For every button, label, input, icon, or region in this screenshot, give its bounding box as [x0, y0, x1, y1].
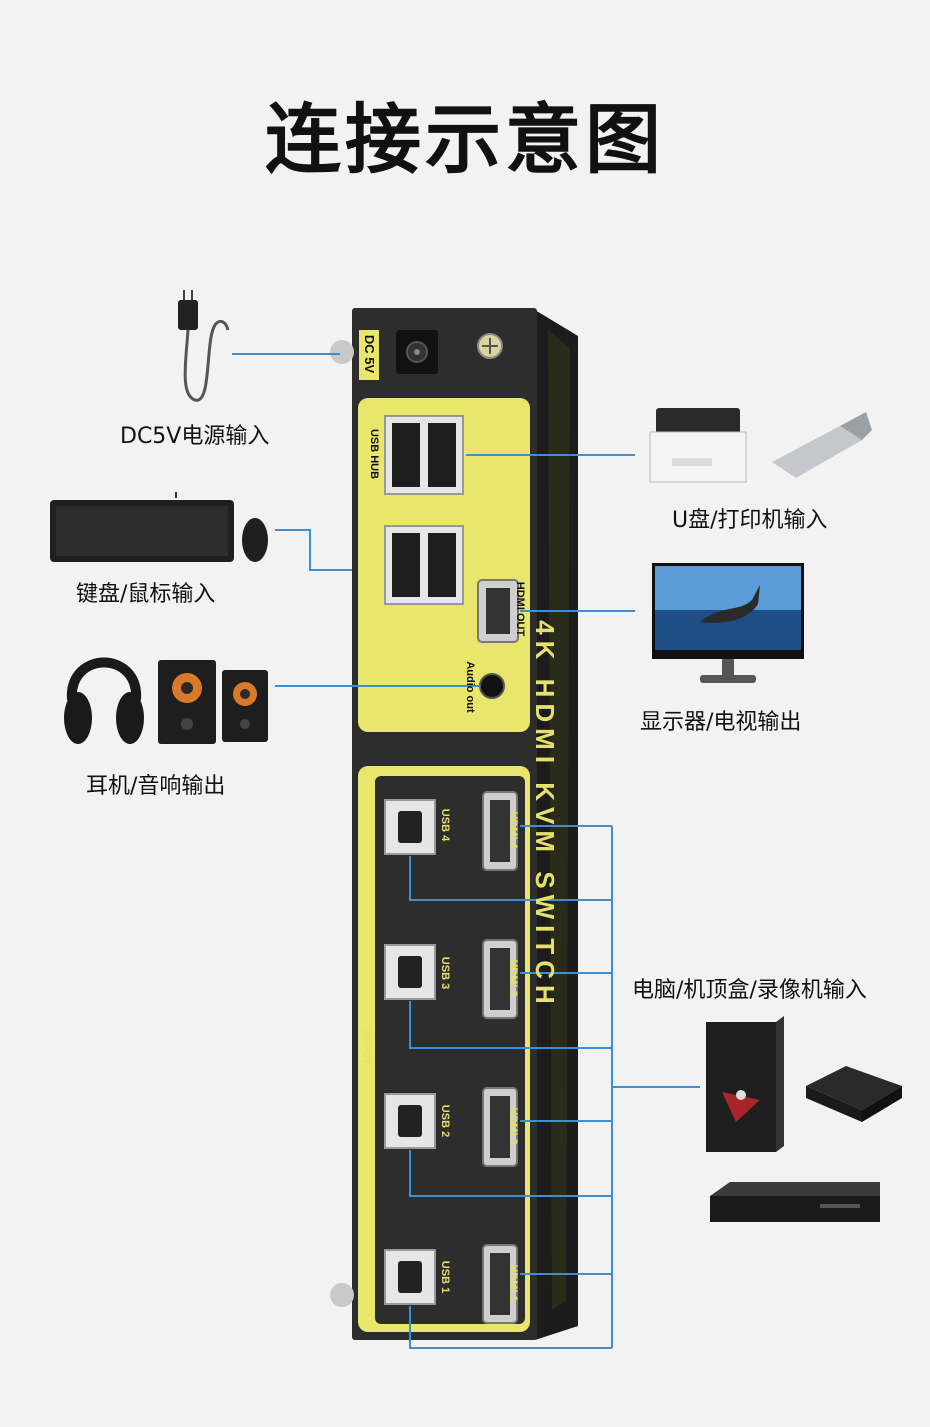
port-row-4 [384, 791, 518, 871]
mouse-illustration [242, 518, 268, 562]
input-label: IN PUT [360, 1028, 372, 1066]
usb-port-1-label: USB 1 [439, 1260, 451, 1294]
audio-out-label: Audio out [464, 661, 476, 713]
usb-port-4-label: USB 4 [439, 808, 451, 842]
keyboard-illustration [50, 492, 234, 562]
port-row-1 [384, 1244, 518, 1324]
hdmi-port-3-label: HDMI 3 [507, 959, 519, 997]
usb-port-2-label: USB 2 [439, 1104, 451, 1138]
model-text: 4K HDMI KVM SWITCH [530, 620, 560, 1010]
hdmi-out-label: HDMI OUT [514, 581, 526, 637]
power-adapter-illustration [178, 290, 230, 402]
headphone-speaker-label: 耳机/音响输出 [86, 774, 226, 799]
recorder-illustration [710, 1182, 880, 1222]
computers-label: 电脑/机顶盒/录像机输入 [632, 978, 867, 1003]
speakers-illustration [158, 660, 268, 744]
usb-port-3-label: USB 3 [439, 956, 451, 990]
hdmi-port-4-label: HDMI 4 [507, 811, 519, 849]
connector-lines [232, 353, 700, 1349]
desktop-pc-illustration [706, 1016, 784, 1152]
hdmi-port-1-label: HDMI 1 [507, 1264, 519, 1302]
usb-stick-illustration [772, 412, 872, 478]
power-port-label: DC 5V [362, 334, 377, 374]
page-title: 连接示意图 [265, 95, 665, 184]
hdmi-port-2-label: HDMI 2 [507, 1107, 519, 1145]
printer-illustration [649, 408, 747, 483]
kvm-switch [330, 308, 578, 1340]
power-input-label: DC5V电源输入 [120, 424, 270, 449]
usb-hub-label: USB HUB [368, 428, 380, 480]
set-top-box-illustration [806, 1066, 902, 1122]
usb-printer-label: U盘/打印机输入 [672, 508, 828, 533]
headphones-illustration [64, 657, 144, 744]
port-row-3 [384, 939, 518, 1019]
monitor-label: 显示器/电视输出 [640, 710, 802, 735]
keyboard-mouse-label: 键盘/鼠标输入 [76, 582, 216, 607]
port-row-2 [384, 1087, 518, 1167]
monitor-illustration [652, 563, 804, 683]
